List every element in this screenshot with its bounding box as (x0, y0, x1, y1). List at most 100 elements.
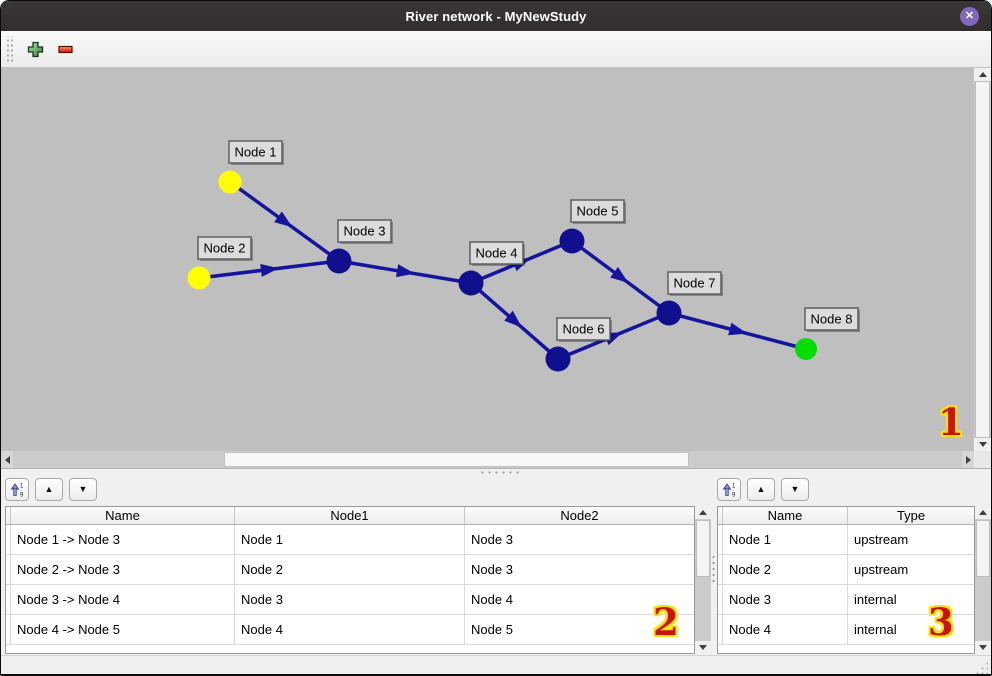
table-cell[interactable]: Node 4 (235, 615, 465, 644)
graph-node[interactable] (187, 266, 211, 290)
close-icon: ✕ (964, 10, 975, 22)
table-row[interactable]: Node 4 internal (718, 615, 975, 645)
node-label-box (556, 317, 611, 341)
table-cell[interactable]: internal (854, 592, 897, 607)
column-header[interactable]: Node1 (235, 507, 465, 524)
canvas-vscroll-track[interactable] (974, 81, 991, 438)
close-button[interactable]: ✕ (960, 7, 979, 26)
table-cell[interactable]: Node 1 (723, 525, 848, 554)
canvas-vscrollbar[interactable] (974, 68, 991, 451)
column-header[interactable]: Name (11, 507, 235, 524)
canvas-hscrollbar[interactable] (1, 451, 974, 468)
canvas-scroll-up-button[interactable] (974, 68, 991, 81)
node-label: Node 8 (811, 312, 853, 327)
table-cell[interactable]: Node 4 (723, 615, 848, 644)
nodes-toolbar: 1 9 ▲ ▼ (717, 474, 991, 502)
column-header[interactable]: Node2 (560, 508, 599, 523)
graph-node[interactable] (795, 338, 817, 360)
svg-text:9: 9 (732, 492, 736, 498)
table-cell[interactable]: Node 1 (235, 525, 465, 554)
edge-arrow-icon (728, 322, 748, 336)
links-scroll-up-button[interactable] (695, 506, 711, 519)
table-row[interactable]: Node 2 upstream (718, 555, 975, 585)
row-gutter (718, 585, 723, 614)
canvas-hscroll-track[interactable] (13, 451, 962, 468)
graph-node[interactable] (458, 270, 484, 296)
links-vscroll-track[interactable] (695, 519, 711, 641)
nodes-move-up-button[interactable]: ▲ (747, 477, 775, 501)
links-vscroll-thumb[interactable] (696, 520, 710, 577)
nodes-table-vscrollbar[interactable] (975, 506, 991, 654)
up-arrow-icon (699, 510, 707, 515)
links-toolbar: 1 9 ▲ ▼ (5, 474, 711, 502)
table-cell[interactable]: Node 3 (723, 585, 848, 614)
links-scroll-down-button[interactable] (695, 641, 711, 654)
table-cell[interactable]: Node 3 -> Node 4 (11, 585, 235, 614)
canvas-scroll-right-button[interactable] (962, 451, 974, 468)
column-header[interactable]: Name (723, 507, 848, 524)
graph-node[interactable] (218, 170, 242, 194)
node-label: Node 5 (577, 204, 619, 219)
nodes-scroll-down-button[interactable] (975, 641, 991, 654)
toolbar-drag-handle[interactable] (5, 36, 13, 62)
table-cell[interactable]: Node 4 (471, 592, 513, 607)
add-node-button[interactable] (25, 39, 45, 59)
canvas-vscroll-thumb[interactable] (975, 81, 990, 438)
nodes-vscroll-thumb[interactable] (976, 520, 990, 577)
node-label-box (469, 241, 524, 265)
table-cell[interactable]: upstream (854, 562, 909, 577)
down-triangle-icon: ▼ (790, 484, 800, 494)
graph-node[interactable] (545, 346, 571, 372)
vertical-splitter[interactable] (711, 474, 715, 655)
nodes-scroll-up-button[interactable] (975, 506, 991, 519)
resize-grip-icon[interactable] (975, 661, 988, 674)
table-cell[interactable]: Node 2 (235, 555, 465, 584)
table-cell[interactable]: Node 3 (235, 585, 465, 614)
column-header[interactable]: Type (896, 508, 926, 523)
table-cell[interactable]: Node 1 -> Node 3 (11, 525, 235, 554)
canvas-scroll-left-button[interactable] (1, 451, 13, 468)
remove-node-button[interactable] (55, 39, 75, 59)
panel-splitter[interactable] (1, 468, 991, 474)
table-cell[interactable]: Node 5 (471, 622, 513, 637)
edge-arrow-icon (396, 264, 415, 278)
graph-node[interactable] (656, 300, 682, 326)
links-move-down-button[interactable]: ▼ (69, 477, 97, 501)
graph-node[interactable] (559, 228, 585, 254)
up-arrow-icon (978, 72, 987, 77)
table-row[interactable]: Node 1 upstream (718, 525, 975, 555)
links-sort-button[interactable]: 1 9 (5, 477, 29, 501)
nodes-vscroll-track[interactable] (975, 519, 991, 641)
table-cell[interactable]: Node 3 (471, 532, 513, 547)
nodes-move-down-button[interactable]: ▼ (781, 477, 809, 501)
table-cell[interactable]: Node 4 -> Node 5 (11, 615, 235, 644)
canvas-scroll-down-button[interactable] (974, 438, 991, 451)
table-cell[interactable]: Node 2 -> Node 3 (11, 555, 235, 584)
scrollbar-corner (974, 451, 991, 468)
down-arrow-icon (699, 645, 707, 650)
table-cell[interactable]: Node 2 (723, 555, 848, 584)
node-label: Node 2 (204, 241, 246, 256)
links-move-up-button[interactable]: ▲ (35, 477, 63, 501)
table-cell[interactable]: Node 3 (471, 562, 513, 577)
row-gutter (718, 525, 723, 554)
links-table-vscrollbar[interactable] (695, 506, 711, 654)
canvas-hscroll-thumb[interactable] (224, 452, 689, 467)
graph-node[interactable] (326, 248, 352, 274)
table-cell[interactable]: internal (854, 622, 897, 637)
titlebar[interactable]: River network - MyNewStudy ✕ (1, 1, 991, 31)
nodes-sort-button[interactable]: 1 9 (717, 477, 741, 501)
table-cell[interactable]: upstream (854, 532, 909, 547)
table-row[interactable]: Node 3 internal (718, 585, 975, 615)
plus-icon (27, 41, 43, 57)
node-label-box (228, 140, 283, 164)
